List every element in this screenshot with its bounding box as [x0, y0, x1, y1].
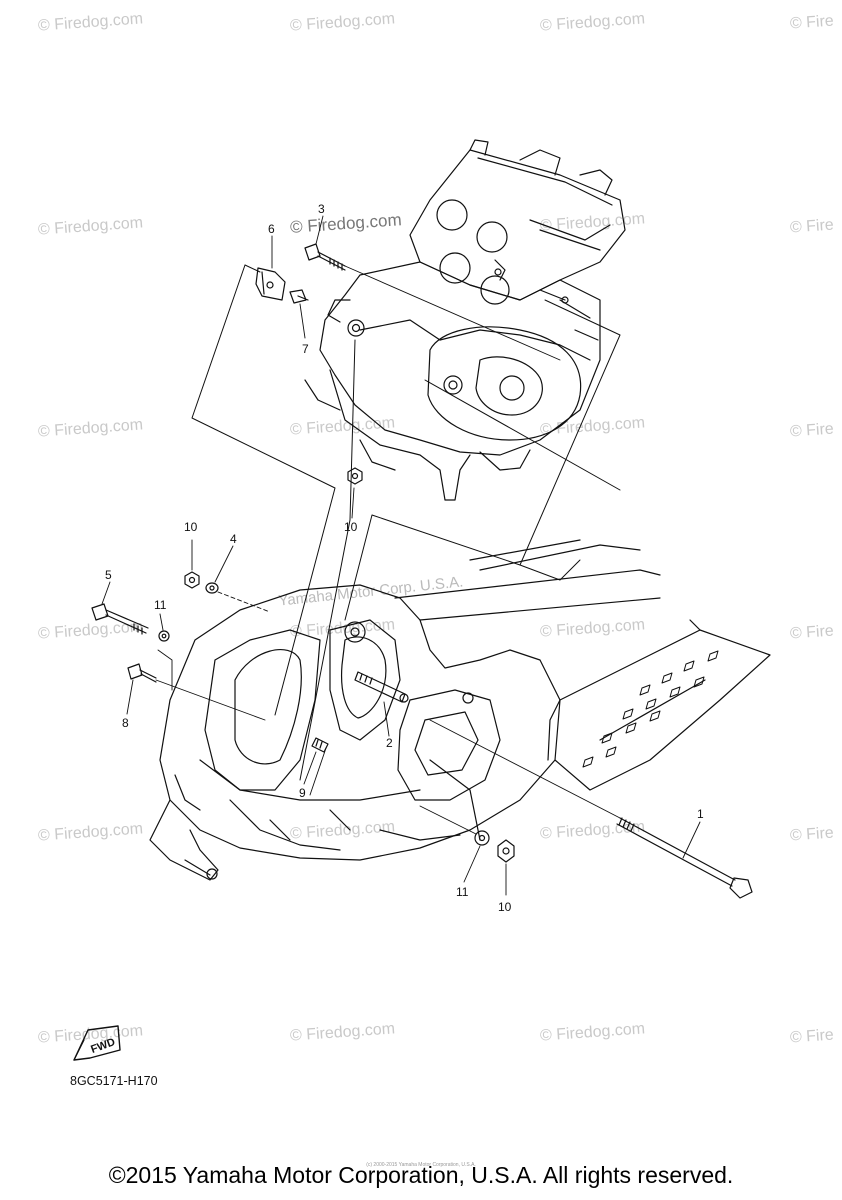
- callout-3: 3: [318, 202, 325, 216]
- part-10-nut-top: [347, 467, 363, 485]
- part-5-bolt: [91, 603, 149, 635]
- fwd-arrow-icon: [73, 1025, 121, 1061]
- part-1-through-bolt: [429, 719, 753, 899]
- part-8-bolt: [127, 663, 266, 721]
- part-2-stud: [354, 671, 409, 703]
- callout-9: 9: [299, 786, 306, 800]
- callout-10: 10: [184, 520, 198, 534]
- part-10-nut-left: [184, 571, 200, 589]
- part-7-collar: [289, 289, 309, 304]
- part-10-nut-bottom: [497, 839, 515, 863]
- callout-leaders: [101, 215, 701, 896]
- part-11-washer-bottom: [419, 805, 490, 846]
- fwd-label: FWD: [89, 1036, 117, 1056]
- part-6-bracket: [255, 267, 286, 301]
- callout-2: 2: [386, 736, 393, 750]
- callout-10: 10: [498, 900, 512, 914]
- part-3-bolt: [304, 243, 561, 361]
- rear-plate-holes: [582, 650, 719, 768]
- callout-1: 1: [697, 807, 704, 821]
- frame-assembly: [149, 539, 771, 881]
- copyright-footer: ©2015 Yamaha Motor Corporation, U.S.A. A…: [108, 1162, 734, 1188]
- tiny-copyright-notice: (c) 2000-2015 Yamaha Motor Corporation, …: [366, 1162, 476, 1168]
- diagram-part-code: 8GC5171-H170: [70, 1074, 158, 1088]
- callout-7: 7: [302, 342, 309, 356]
- callout-5: 5: [105, 568, 112, 582]
- callout-8: 8: [122, 716, 129, 730]
- callout-11: 11: [456, 885, 469, 899]
- callout-11: 11: [154, 598, 167, 612]
- part-9-stud: [309, 737, 329, 796]
- callout-6: 6: [268, 222, 275, 236]
- engine-assembly: [304, 139, 626, 501]
- mount-reference-lines: [191, 264, 621, 781]
- part-11-washer-left: [157, 630, 173, 691]
- callout-10: 10: [344, 520, 358, 534]
- callout-4: 4: [230, 532, 237, 546]
- part-4-washer: [205, 582, 271, 613]
